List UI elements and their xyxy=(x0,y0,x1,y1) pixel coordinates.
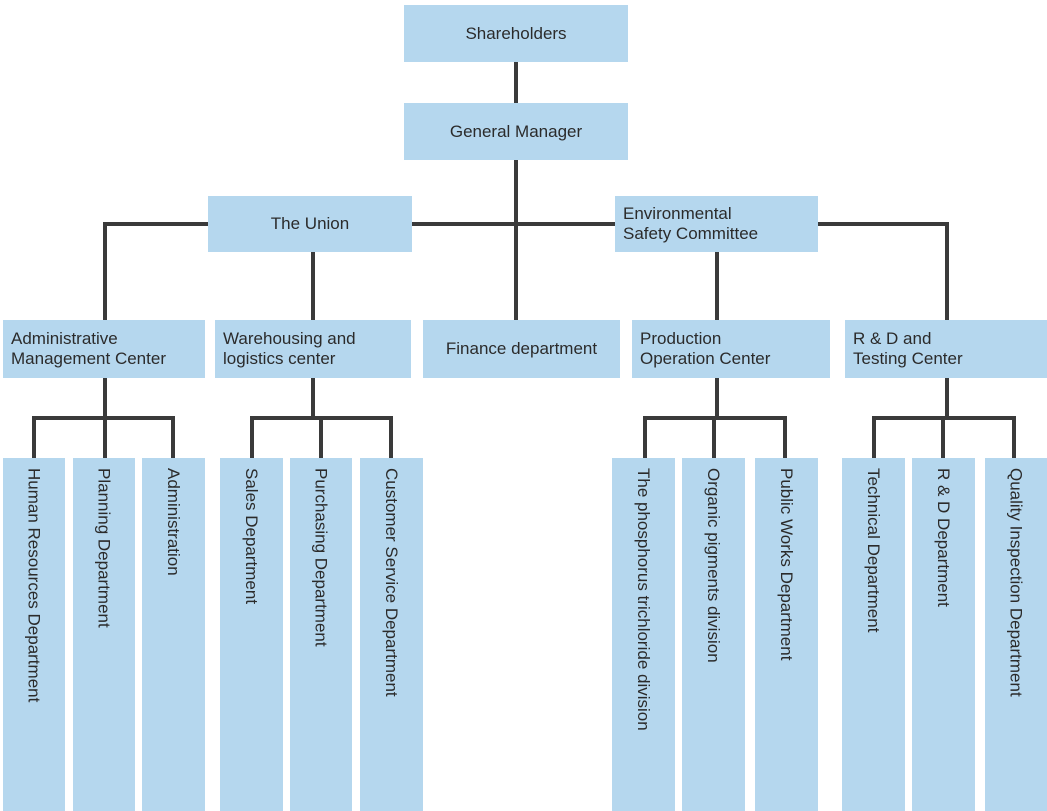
connector-rd-to-rd-department xyxy=(941,416,945,458)
node-human-resources-department[interactable]: Human Resources Department xyxy=(3,458,65,811)
node-rd-department[interactable]: R & D Department xyxy=(912,458,975,811)
node-environmental-safety-committee[interactable]: Environmental Safety Committee xyxy=(615,196,818,252)
connector-production-to-organic-pigments xyxy=(712,416,716,458)
connector-main-bus-center xyxy=(412,222,615,226)
connector-general-manager-trunk xyxy=(514,160,518,320)
node-organic-pigments-division-label: Organic pigments division xyxy=(704,468,723,663)
node-environmental-safety-committee-label: Environmental Safety Committee xyxy=(623,204,759,243)
node-sales-department[interactable]: Sales Department xyxy=(220,458,283,811)
connector-administrative-to-human-resources xyxy=(32,416,36,458)
node-technical-department-label: Technical Department xyxy=(864,468,883,633)
node-planning-department-label: Planning Department xyxy=(94,468,114,628)
connector-main-bus-right xyxy=(818,222,949,226)
node-warehousing-and-logistics-center[interactable]: Warehousing and logistics center xyxy=(215,320,411,378)
node-organic-pigments-division[interactable]: Organic pigments division xyxy=(682,458,745,811)
node-administrative-management-center-label: Administrative Management Center xyxy=(11,329,166,368)
connector-shareholders-to-general-manager xyxy=(514,62,518,103)
node-rd-and-testing-center-label: R & D and Testing Center xyxy=(853,329,963,368)
node-finance-department[interactable]: Finance department xyxy=(423,320,620,378)
node-shareholders[interactable]: Shareholders xyxy=(404,5,628,62)
node-technical-department[interactable]: Technical Department xyxy=(842,458,905,811)
node-the-phosphorus-trichloride-division[interactable]: The phosphorus trichloride division xyxy=(612,458,675,811)
connector-administrative-stem xyxy=(103,378,107,420)
node-customer-service-department[interactable]: Customer Service Department xyxy=(360,458,423,811)
connector-administrative-to-planning xyxy=(103,416,107,458)
node-production-operation-center-label: Production Operation Center xyxy=(640,329,771,368)
connector-production-to-phosphorus xyxy=(643,416,647,458)
node-administrative-management-center[interactable]: Administrative Management Center xyxy=(3,320,205,378)
node-the-union[interactable]: The Union xyxy=(208,196,412,252)
node-planning-department[interactable]: Planning Department xyxy=(73,458,135,811)
node-administration[interactable]: Administration xyxy=(142,458,205,811)
node-the-union-label: The Union xyxy=(270,214,350,234)
node-public-works-department-label: Public Works Department xyxy=(777,468,796,661)
node-rd-department-label: R & D Department xyxy=(934,468,953,607)
node-human-resources-department-label: Human Resources Department xyxy=(24,468,44,703)
connector-bus-to-administrative-management-center xyxy=(103,222,107,320)
connector-rd-to-quality-inspection xyxy=(1012,416,1016,458)
connector-rd-to-technical xyxy=(872,416,876,458)
connector-administrative-to-administration xyxy=(171,416,175,458)
node-general-manager[interactable]: General Manager xyxy=(404,103,628,160)
node-finance-department-label: Finance department xyxy=(445,339,598,359)
connector-warehousing-to-sales xyxy=(250,416,254,458)
node-quality-inspection-department[interactable]: Quality Inspection Department xyxy=(985,458,1047,811)
connector-warehousing-to-purchasing xyxy=(319,416,323,458)
node-general-manager-label: General Manager xyxy=(449,121,583,141)
node-rd-and-testing-center[interactable]: R & D and Testing Center xyxy=(845,320,1047,378)
connector-warehousing-stem xyxy=(311,378,315,420)
connector-environmental-to-production xyxy=(715,252,719,320)
node-shareholders-label: Shareholders xyxy=(465,23,567,43)
connector-rd-stem xyxy=(945,378,949,420)
node-public-works-department[interactable]: Public Works Department xyxy=(755,458,818,811)
node-production-operation-center[interactable]: Production Operation Center xyxy=(632,320,830,378)
node-quality-inspection-department-label: Quality Inspection Department xyxy=(1006,468,1026,697)
connector-production-to-public-works xyxy=(783,416,787,458)
node-purchasing-department[interactable]: Purchasing Department xyxy=(290,458,352,811)
node-sales-department-label: Sales Department xyxy=(242,468,261,605)
node-customer-service-department-label: Customer Service Department xyxy=(382,468,401,697)
connector-warehousing-to-customer-service xyxy=(389,416,393,458)
node-the-phosphorus-trichloride-division-label: The phosphorus trichloride division xyxy=(634,468,653,731)
node-warehousing-and-logistics-center-label: Warehousing and logistics center xyxy=(223,329,356,368)
node-administration-label: Administration xyxy=(164,468,183,576)
connector-bus-to-rd-and-testing-center xyxy=(945,222,949,320)
node-purchasing-department-label: Purchasing Department xyxy=(311,468,331,647)
connector-the-union-to-warehousing xyxy=(311,252,315,320)
connector-production-stem xyxy=(715,378,719,420)
